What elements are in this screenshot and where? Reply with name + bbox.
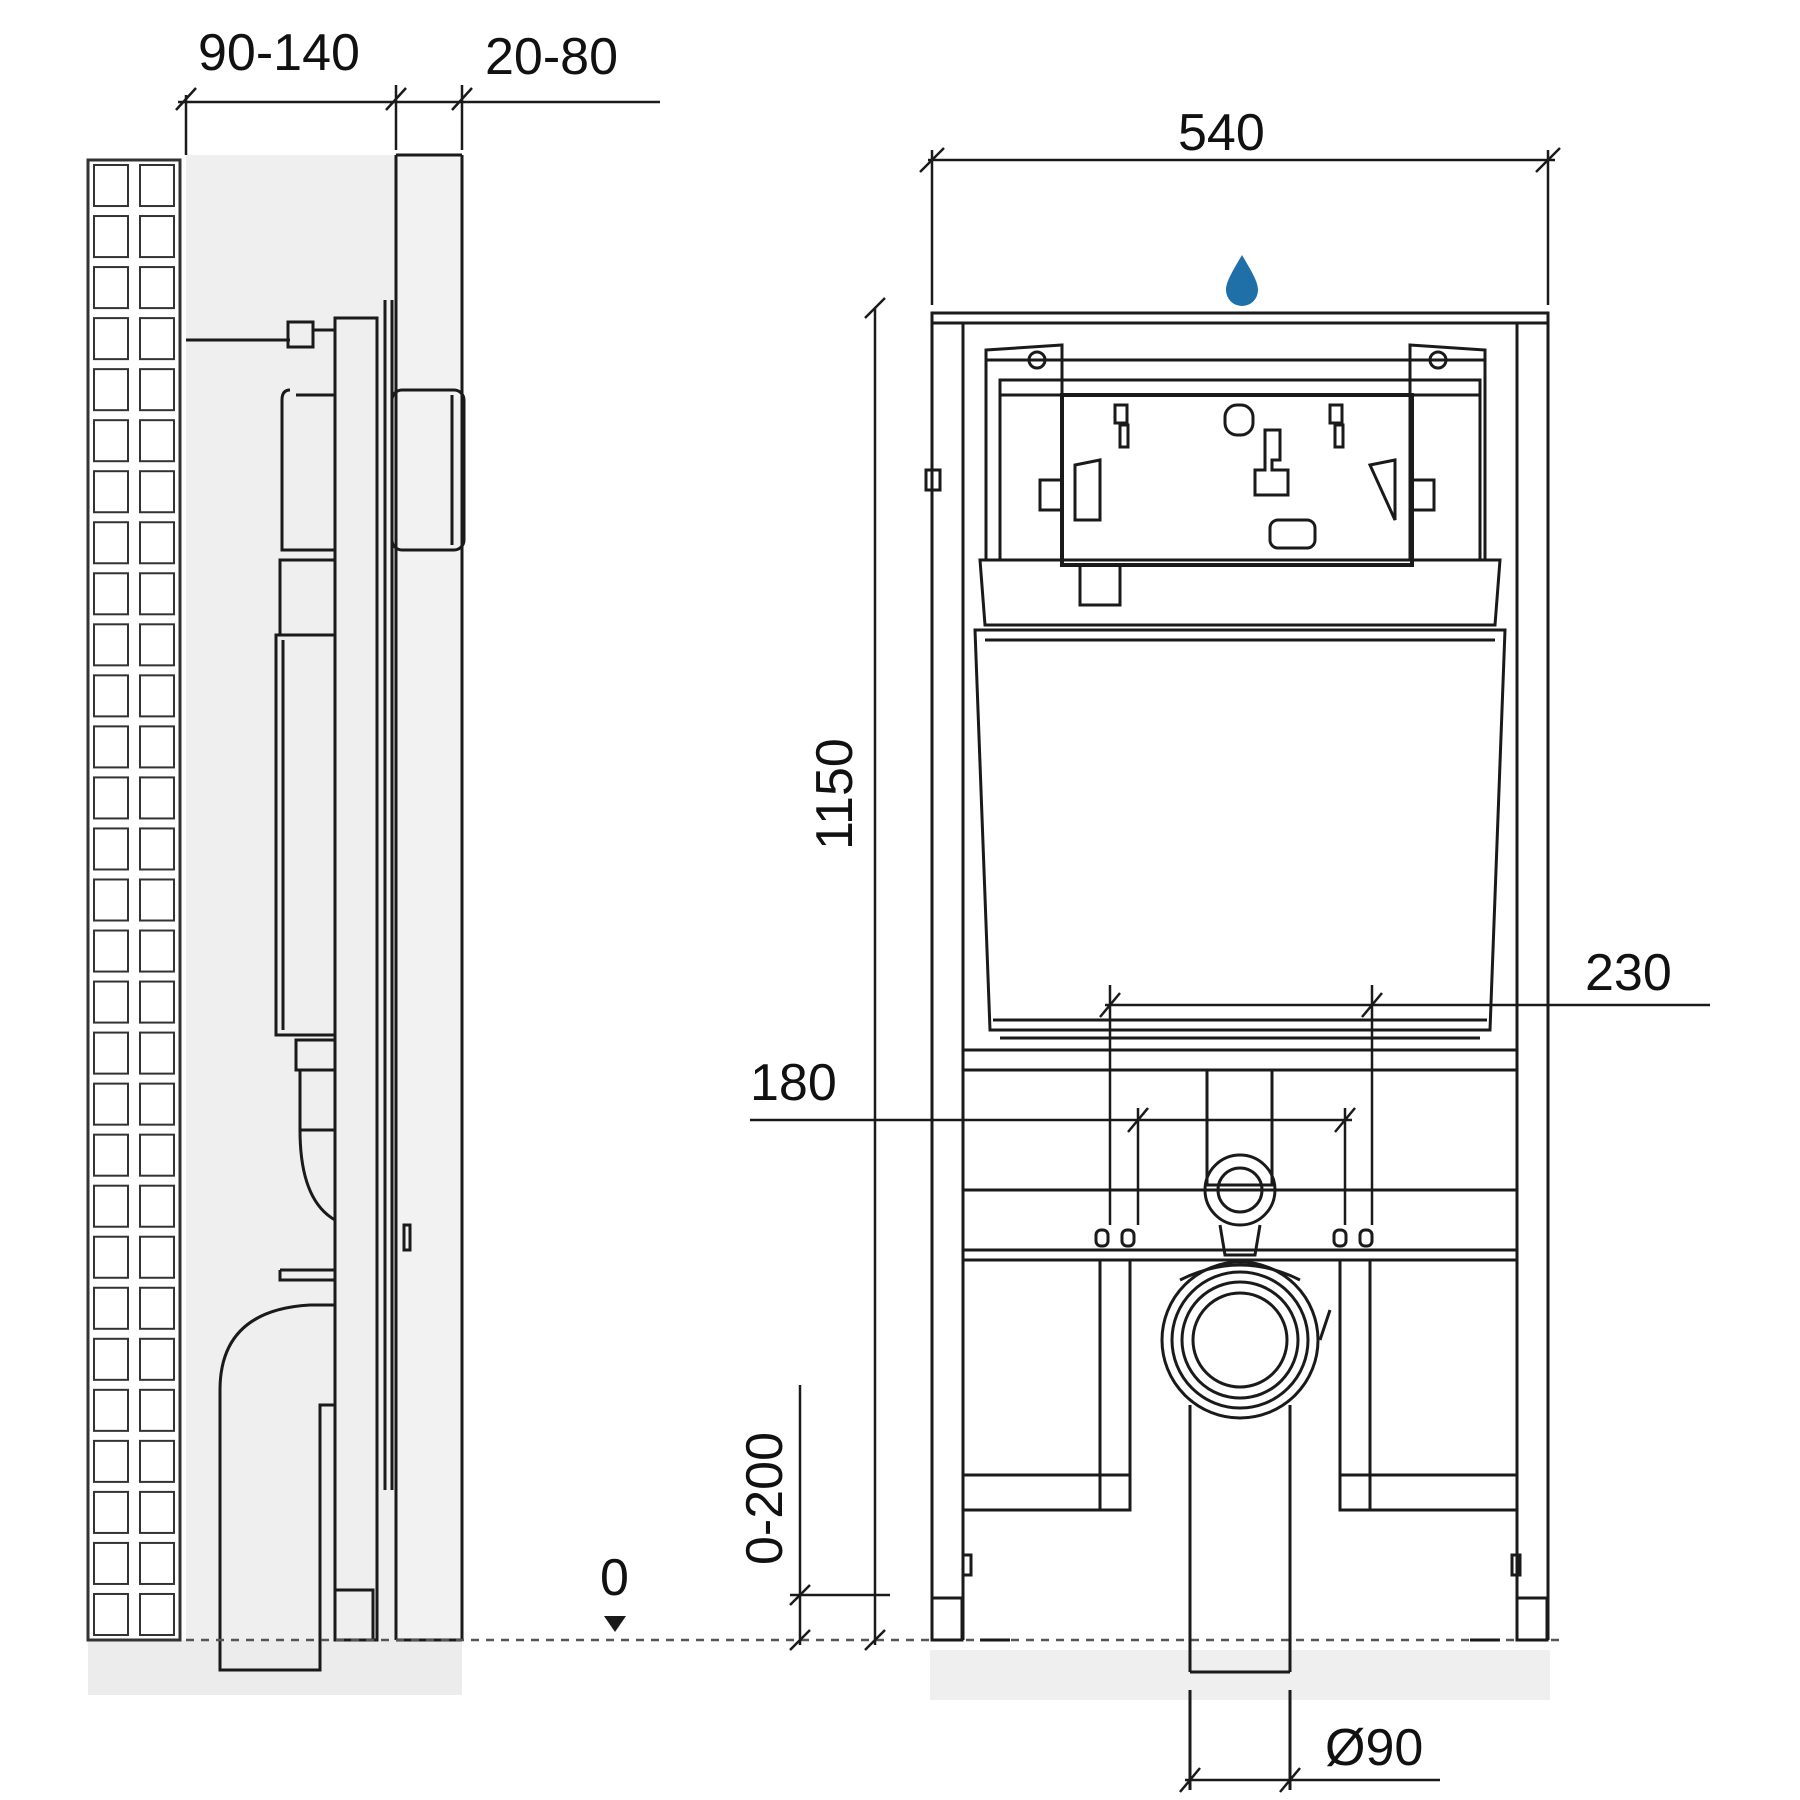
- tile: [93, 1286, 129, 1330]
- tile: [93, 827, 129, 871]
- tile: [93, 215, 129, 259]
- floor-level-label: 0: [600, 1549, 629, 1607]
- tile: [139, 368, 175, 412]
- tile: [139, 1133, 175, 1177]
- dimension-height-adjust: 0-200: [736, 1432, 794, 1565]
- tile: [139, 521, 175, 565]
- tile: [139, 572, 175, 616]
- tile: [93, 929, 129, 973]
- tile: [139, 164, 175, 208]
- tile: [139, 674, 175, 718]
- tile: [93, 521, 129, 565]
- dimension-bolt-spacing-inner: 180: [750, 1054, 837, 1112]
- tile: [139, 980, 175, 1024]
- tile: [139, 929, 175, 973]
- tile: [139, 215, 175, 259]
- tile: [93, 1082, 129, 1126]
- tile: [139, 1592, 175, 1637]
- dimension-bolt-spacing-outer: 230: [1585, 944, 1672, 1002]
- tile: [139, 266, 175, 310]
- tile: [139, 776, 175, 820]
- tile: [139, 1490, 175, 1534]
- tile: [139, 827, 175, 871]
- tile: [93, 1439, 129, 1483]
- front-view: 540: [736, 104, 1710, 1793]
- tile: [93, 674, 129, 718]
- cistern: [973, 343, 1507, 1040]
- side-frame: [186, 300, 466, 1672]
- front-frame: [924, 311, 1550, 1642]
- tile: [93, 1592, 129, 1637]
- tile: [93, 419, 129, 463]
- tile: [93, 470, 129, 514]
- floor-level-arrow: [604, 1616, 626, 1632]
- tile: [93, 1490, 129, 1534]
- tile: [139, 1286, 175, 1330]
- tile: [139, 317, 175, 361]
- finish-wall-panel: [396, 155, 462, 1695]
- tile: [139, 1235, 175, 1279]
- tile: [93, 980, 129, 1024]
- tile: [93, 572, 129, 616]
- tile: [93, 623, 129, 667]
- side-view: 90-140 20-80: [86, 24, 660, 1695]
- dimension-drain-diameter: Ø90: [1325, 1719, 1423, 1777]
- tile: [139, 623, 175, 667]
- tile: [139, 1082, 175, 1126]
- tile: [139, 878, 175, 922]
- dimension-side-depth: 90-140: [198, 24, 360, 82]
- side-dimension-lines: [175, 85, 660, 155]
- tiled-wall: [86, 158, 182, 1642]
- tile: [93, 1235, 129, 1279]
- tile: [139, 419, 175, 463]
- tile: [93, 1031, 129, 1075]
- tile: [139, 1439, 175, 1483]
- tile: [139, 470, 175, 514]
- tile: [139, 1388, 175, 1432]
- tile: [93, 725, 129, 769]
- tile: [139, 1541, 175, 1585]
- tile: [93, 1541, 129, 1585]
- dimension-frame-width: 540: [1178, 104, 1265, 162]
- water-drop-icon: [1226, 255, 1258, 306]
- tile: [139, 725, 175, 769]
- tile: [93, 266, 129, 310]
- tile: [93, 1337, 129, 1381]
- tile: [139, 1031, 175, 1075]
- wall-cavity: [186, 155, 396, 1695]
- tile-wall-outline: [86, 158, 182, 1642]
- wall-bottom-strip: [88, 1640, 462, 1695]
- tile: [139, 1337, 175, 1381]
- dimension-frame-height: 1150: [806, 738, 864, 850]
- lower-frame: [961, 1048, 1519, 1790]
- tile: [93, 368, 129, 412]
- tile: [139, 1184, 175, 1228]
- tile: [93, 878, 129, 922]
- tile: [93, 1133, 129, 1177]
- tile: [93, 776, 129, 820]
- tile: [93, 1184, 129, 1228]
- dimension-side-wall: 20-80: [485, 28, 618, 86]
- tile: [93, 317, 129, 361]
- tile: [93, 1388, 129, 1432]
- floor-strip: [930, 1650, 1550, 1700]
- tile: [93, 164, 129, 208]
